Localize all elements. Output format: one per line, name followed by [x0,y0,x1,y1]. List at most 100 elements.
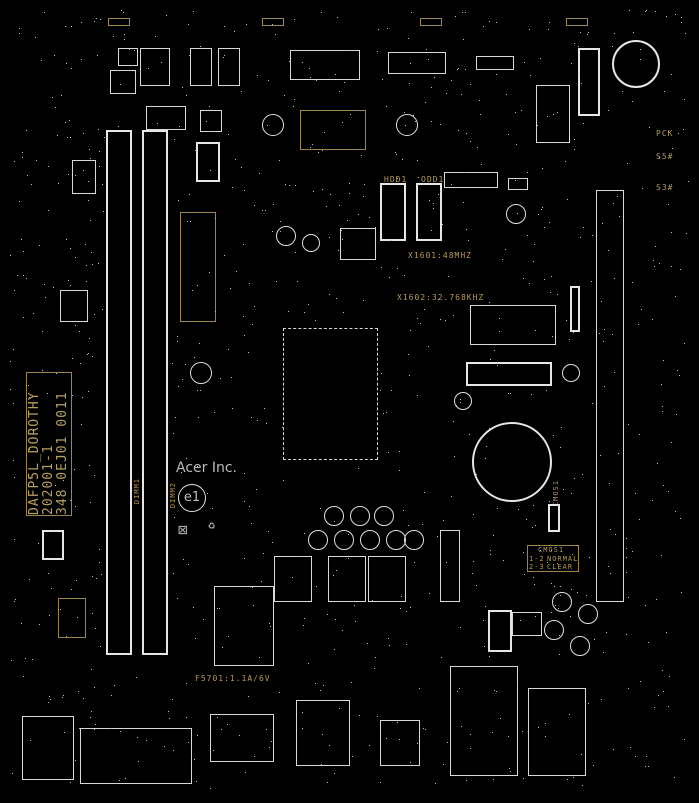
via [580,32,581,33]
via [228,349,229,350]
via [280,221,281,222]
via [415,121,416,122]
via [652,500,653,501]
via [417,743,418,744]
via [486,446,487,447]
via [554,586,555,587]
via [524,62,525,63]
via [92,356,93,357]
via [42,331,43,332]
via [674,777,675,778]
via [83,170,84,171]
via [99,151,100,152]
via [510,771,511,772]
via [551,612,552,613]
via [10,389,11,390]
via [676,414,677,415]
via [389,645,390,646]
via [457,69,458,70]
via [23,275,24,276]
via [208,131,209,132]
via [411,12,412,13]
via [428,59,429,60]
via [481,164,482,165]
via [259,657,260,658]
via [534,244,535,245]
inductor [146,106,186,130]
capacitor [570,636,590,656]
via [577,592,578,593]
header [180,212,216,322]
via [600,455,601,456]
via [423,728,424,729]
via [279,160,280,161]
via [69,120,70,121]
via [433,203,434,204]
via [480,114,481,115]
via [489,21,490,22]
capacitor [386,530,406,550]
via [322,150,323,151]
via [58,183,59,184]
via [351,682,352,683]
via [321,12,322,13]
via [83,133,84,134]
via [550,292,551,293]
via [302,712,303,713]
via [239,735,240,736]
via [174,517,175,518]
via [557,294,558,295]
via [22,157,23,158]
via [196,781,197,782]
via [661,384,662,385]
via [295,252,296,253]
via [189,194,190,195]
via [582,785,583,786]
via [312,144,313,145]
via [329,745,330,746]
chip [512,612,542,636]
via [458,68,459,69]
via [387,28,388,29]
via [94,687,95,688]
inductor [200,110,222,132]
via [322,189,323,190]
via [399,470,400,471]
via [322,734,323,735]
via [425,102,426,103]
via [265,210,266,211]
via [433,208,434,209]
via [518,509,519,510]
via [318,152,319,153]
via [426,49,427,50]
via [261,581,262,582]
via [200,46,201,47]
via [283,480,284,481]
via [45,297,46,298]
via [606,632,607,633]
via [256,489,257,490]
via [494,350,495,351]
via [446,562,447,563]
crystal-x1602-label: X1602:32.768KHZ [397,293,485,302]
via [417,395,418,396]
via [608,566,609,567]
via [542,168,543,169]
via [66,239,67,240]
header [488,610,512,652]
via [207,493,208,494]
via [232,187,233,188]
via [350,114,351,115]
via [224,255,225,256]
via [248,696,249,697]
via [668,204,669,205]
via [659,263,660,264]
via [408,354,409,355]
via [408,525,409,526]
via [253,605,254,606]
via [94,21,95,22]
via [14,161,15,162]
via [473,514,474,515]
chip [58,598,86,638]
via [161,62,162,63]
